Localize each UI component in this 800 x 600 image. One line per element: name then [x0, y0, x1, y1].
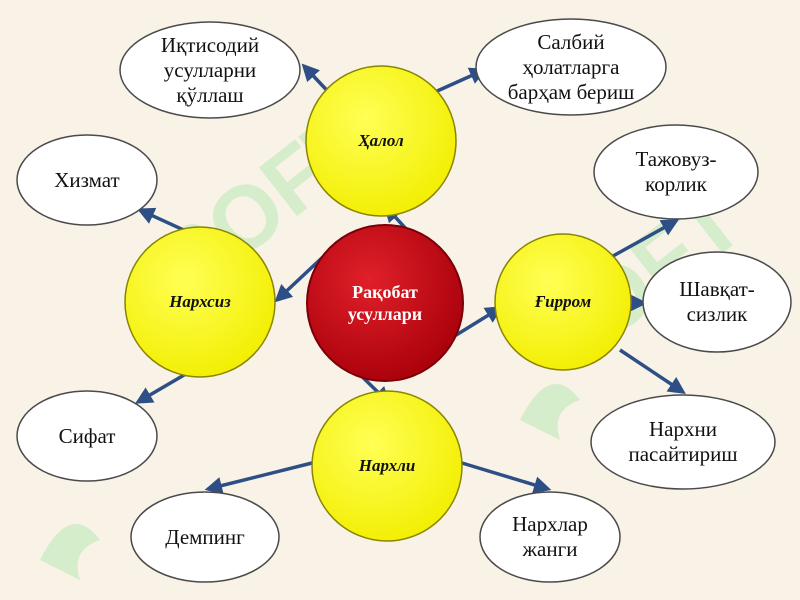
soft-logo-icon [40, 524, 100, 580]
leaf-oval-sifat [16, 390, 158, 482]
leaf-oval-narxni [590, 394, 776, 490]
leaf-oval-demping [130, 491, 280, 583]
leaf-oval-tajovuz [593, 124, 759, 220]
hub-circle-narxsiz [124, 226, 276, 378]
arrow-halol-to-salbiy [434, 67, 488, 94]
leaf-oval-salbiy [475, 18, 667, 116]
hub-circle-narxli [311, 390, 463, 542]
leaf-nodes [16, 18, 792, 583]
hub-circle-halol [305, 65, 457, 217]
center-circle [306, 224, 464, 382]
hub-nodes [124, 65, 632, 542]
leaf-oval-shavqat [642, 251, 792, 353]
arrow-center-to-narxsiz [274, 253, 327, 303]
arrow-narxli-to-demping [204, 461, 313, 495]
arrow-girrom-to-narxni [619, 348, 686, 394]
arrow-girrom-to-tajovuz [612, 219, 680, 258]
leaf-oval-iqtisodiy [119, 21, 301, 119]
arrow-narxli-to-narxlar [461, 461, 552, 494]
soft-logo-icon [520, 384, 580, 440]
leaf-oval-xizmat [16, 134, 158, 226]
hub-circle-girrom [494, 233, 632, 371]
leaf-oval-narxlar [479, 491, 621, 583]
